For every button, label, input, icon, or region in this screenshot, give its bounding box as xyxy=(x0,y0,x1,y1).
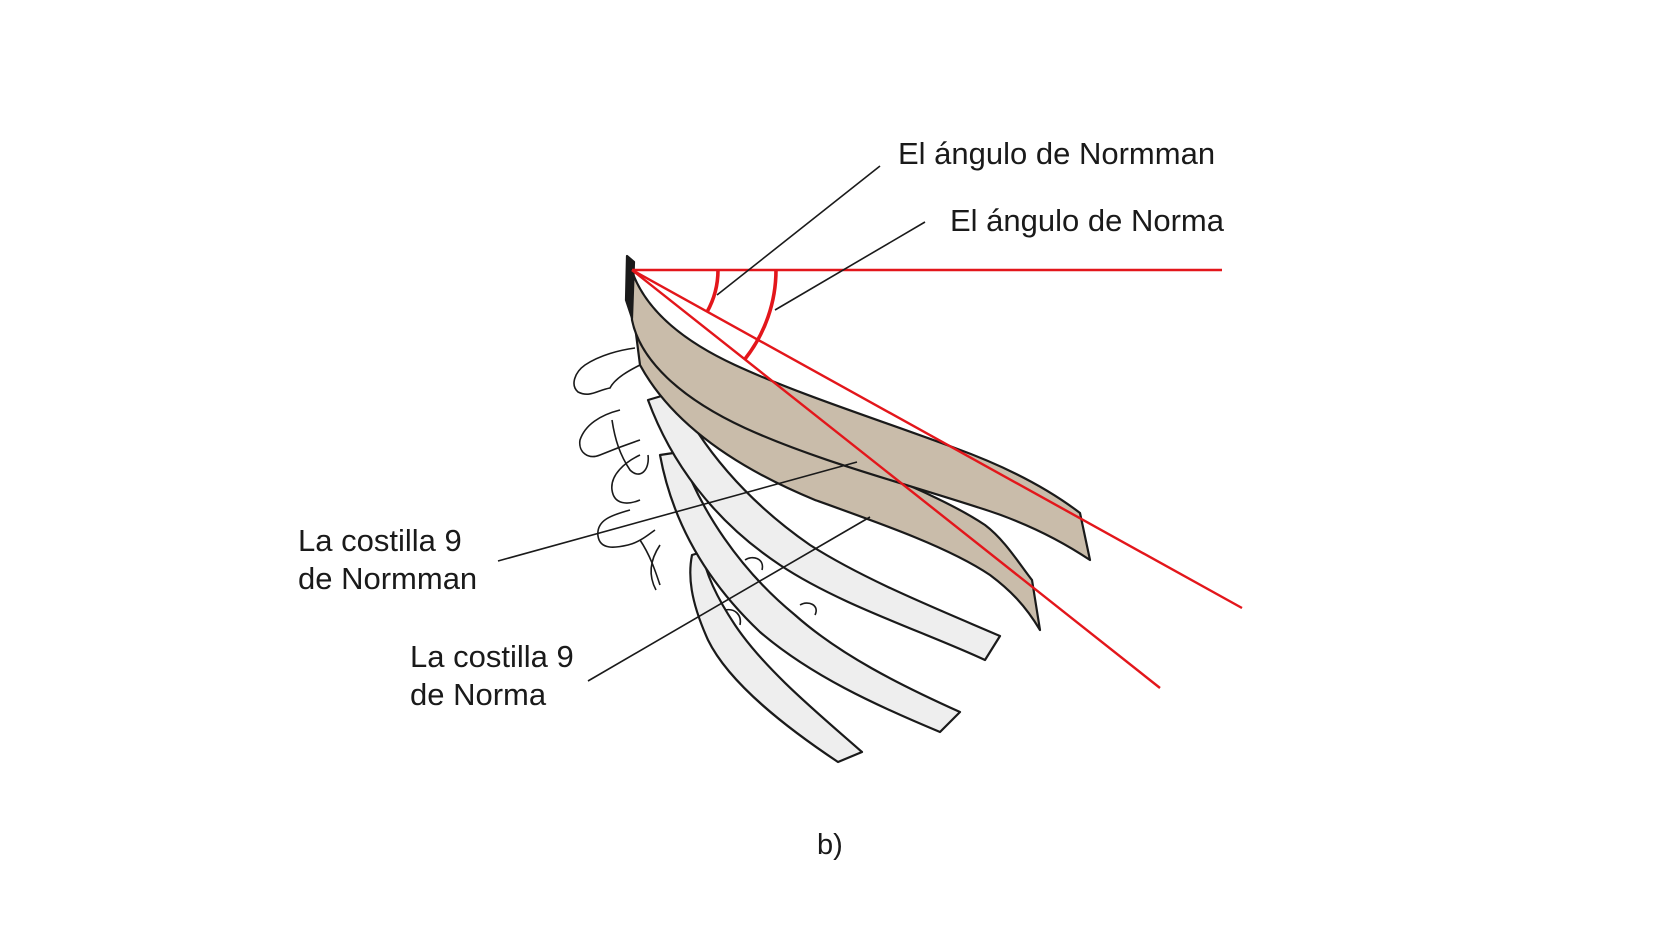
label-rib-normman-line2: de Normman xyxy=(298,561,478,596)
label-rib-norma-line2: de Norma xyxy=(410,677,547,712)
label-rib-normman-line1: La costilla 9 xyxy=(298,523,462,558)
label-rib-norma-line1: La costilla 9 xyxy=(410,639,574,674)
panel-label: b) xyxy=(817,829,843,861)
leader-rib-norma xyxy=(587,516,871,682)
label-angle-normman: El ángulo de Normman xyxy=(898,136,1216,171)
rib-9-normman xyxy=(628,263,1092,562)
ribs xyxy=(624,254,1092,764)
spine-tip xyxy=(624,254,636,320)
normman-angle-arc xyxy=(705,269,720,313)
label-angle-norma: El ángulo de Norma xyxy=(950,203,1224,238)
leader-rib-normman xyxy=(497,461,858,562)
norma-angle-arc xyxy=(743,269,778,361)
vertebral-column xyxy=(573,347,817,626)
label-rib-norma: La costilla 9 de Norma xyxy=(410,638,574,714)
norma-rib-axis-line xyxy=(631,269,1161,689)
rib-lowest xyxy=(689,550,864,764)
leader-lines xyxy=(497,165,926,682)
normman-rib-axis-line xyxy=(631,268,1243,610)
leader-angle-norma xyxy=(774,221,926,311)
angle-lines xyxy=(631,268,1243,689)
leader-angle-normman xyxy=(716,165,881,296)
label-rib-normman: La costilla 9 de Normman xyxy=(298,522,477,598)
